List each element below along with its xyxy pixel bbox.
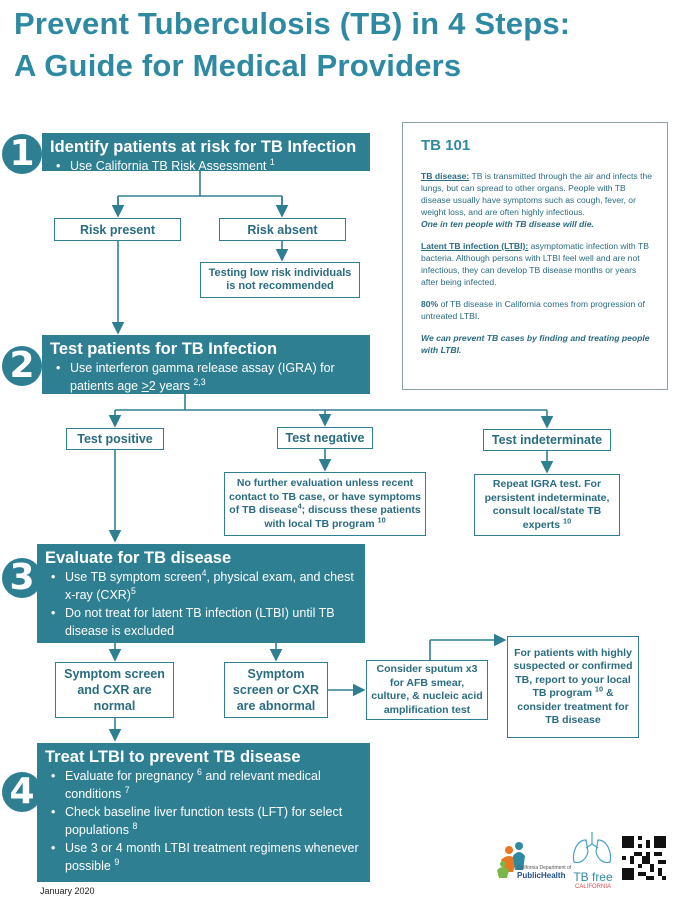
risk-absent-box: Risk absent (219, 218, 346, 241)
cdph-figures-icon (497, 842, 525, 878)
low-risk-box: Testing low risk individuals is not reco… (200, 262, 360, 298)
report-box: For patients with highly suspected or co… (507, 636, 639, 738)
abnormal-box: Symptom screen or CXR are abnormal (224, 662, 328, 718)
qr-code[interactable] (622, 836, 666, 880)
title-line-2: A Guide for Medical Providers (14, 48, 462, 83)
tb101-panel: TB 101 TB disease: TB is transmitted thr… (402, 122, 668, 390)
step-1-bullet: Use California TB Risk Assessment 1 (50, 157, 362, 175)
step-2-heading: Test patients for TB Infection (50, 340, 278, 358)
step-2-number: 2 (2, 346, 42, 386)
title-line-1: Prevent Tuberculosis (TB) in 4 Steps: (14, 6, 571, 41)
negative-note-box: No further evaluation unless recent cont… (224, 472, 426, 536)
step-3-banner: Evaluate for TB disease Use TB symptom s… (37, 544, 365, 643)
test-negative-box: Test negative (277, 427, 373, 449)
indeterminate-note-box: Repeat IGRA test. For persistent indeter… (474, 474, 620, 536)
normal-box: Symptom screen and CXR are normal (55, 662, 174, 718)
date-text: January 2020 (40, 886, 95, 896)
test-indeterminate-box: Test indeterminate (483, 429, 611, 451)
step-4-number: 4 (2, 772, 42, 812)
tb101-closing: We can prevent TB cases by finding and t… (421, 333, 650, 355)
step-4-heading: Treat LTBI to prevent TB disease (45, 748, 301, 766)
risk-present-box: Risk present (54, 218, 181, 241)
qr-code-icon (622, 836, 666, 880)
step-4-bullet-3: Use 3 or 4 month LTBI treatment regimens… (45, 839, 362, 875)
step-3-bullet-2: Do not treat for latent TB infection (LT… (45, 604, 357, 640)
step-4-bullet-1: Evaluate for pregnancy 6 and relevant me… (45, 767, 362, 803)
step-1-heading: Identify patients at risk for TB Infecti… (50, 138, 357, 156)
tb101-disease: TB disease: TB is transmitted through th… (421, 171, 653, 229)
step-1-banner: Identify patients at risk for TB Infecti… (42, 133, 370, 175)
cdph-logo: California Department of PublicHealth (495, 838, 571, 888)
tb101-latent: Latent TB infection (LTBI): asymptomatic… (421, 241, 649, 287)
tb101-stat: 80% of TB disease in California comes fr… (421, 299, 645, 321)
step-2-bullet: Use interferon gamma release assay (IGRA… (50, 359, 362, 395)
connector-step1 (117, 170, 283, 215)
step-1-number: 1 (2, 134, 42, 174)
test-positive-box: Test positive (66, 428, 164, 450)
step-4-banner: Treat LTBI to prevent TB disease Evaluat… (37, 743, 370, 882)
step-2-banner: Test patients for TB Infection Use inter… (42, 335, 370, 394)
step-3-heading: Evaluate for TB disease (45, 549, 232, 567)
step-3-number: 3 (2, 558, 42, 598)
tbfree-logo: TB free CALIFORNIA (568, 830, 618, 890)
step-4-bullet-2: Check baseline liver function tests (LFT… (45, 803, 362, 839)
sputum-box: Consider sputum x3 for AFB smear, cultur… (366, 660, 488, 720)
step-3-bullet-1: Use TB symptom screen4, physical exam, a… (45, 568, 357, 604)
tb101-heading: TB 101 (421, 137, 471, 154)
lungs-icon (572, 832, 612, 864)
